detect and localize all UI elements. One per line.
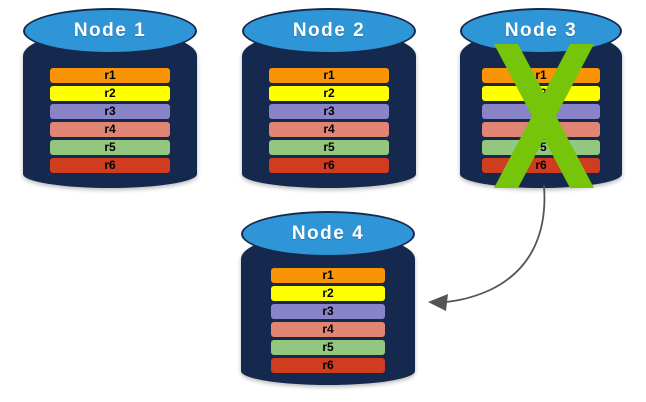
record-row: r3 bbox=[482, 104, 600, 119]
record-row: r5 bbox=[482, 140, 600, 155]
record-row: r2 bbox=[482, 86, 600, 101]
record-row: r6 bbox=[50, 158, 170, 173]
node-4-label: Node 4 bbox=[291, 223, 365, 244]
record-row: r1 bbox=[271, 268, 385, 283]
node-1[interactable]: Node 1 r1 r2 r3 r4 r5 r6 bbox=[23, 8, 197, 188]
arrowhead-icon bbox=[428, 294, 448, 311]
node-3-record-list: r1 r2 r3 r4 r5 r6 bbox=[460, 68, 622, 173]
record-row: r3 bbox=[271, 304, 385, 319]
record-row: r3 bbox=[50, 104, 170, 119]
record-row: r4 bbox=[269, 122, 389, 137]
node-1-record-list: r1 r2 r3 r4 r5 r6 bbox=[23, 68, 197, 173]
record-row: r4 bbox=[482, 122, 600, 137]
record-row: r4 bbox=[271, 322, 385, 337]
node-4-cylinder-top bbox=[241, 211, 415, 257]
node-4[interactable]: Node 4 r1 r2 r3 r4 r5 r6 bbox=[241, 211, 415, 385]
node-2-record-list: r1 r2 r3 r4 r5 r6 bbox=[242, 68, 416, 173]
record-row: r1 bbox=[482, 68, 600, 83]
record-row: r1 bbox=[50, 68, 170, 83]
record-row: r2 bbox=[271, 286, 385, 301]
record-row: r3 bbox=[269, 104, 389, 119]
node-2-label: Node 2 bbox=[292, 20, 366, 41]
node-2[interactable]: Node 2 r1 r2 r3 r4 r5 r6 bbox=[242, 8, 416, 188]
record-row: r5 bbox=[271, 340, 385, 355]
record-row: r6 bbox=[482, 158, 600, 173]
record-row: r6 bbox=[271, 358, 385, 373]
node-4-record-list: r1 r2 r3 r4 r5 r6 bbox=[241, 268, 415, 373]
node-1-label: Node 1 bbox=[73, 20, 147, 41]
record-row: r4 bbox=[50, 122, 170, 137]
node-3[interactable]: Node 3 r1 r2 r3 r4 r5 r6 bbox=[460, 8, 622, 188]
record-row: r6 bbox=[269, 158, 389, 173]
record-row: r5 bbox=[50, 140, 170, 155]
node-1-cylinder-top bbox=[23, 8, 197, 54]
record-row: r2 bbox=[50, 86, 170, 101]
node-3-label: Node 3 bbox=[504, 20, 578, 41]
record-row: r5 bbox=[269, 140, 389, 155]
record-row: r1 bbox=[269, 68, 389, 83]
record-row: r2 bbox=[269, 86, 389, 101]
node-2-cylinder-top bbox=[242, 8, 416, 54]
